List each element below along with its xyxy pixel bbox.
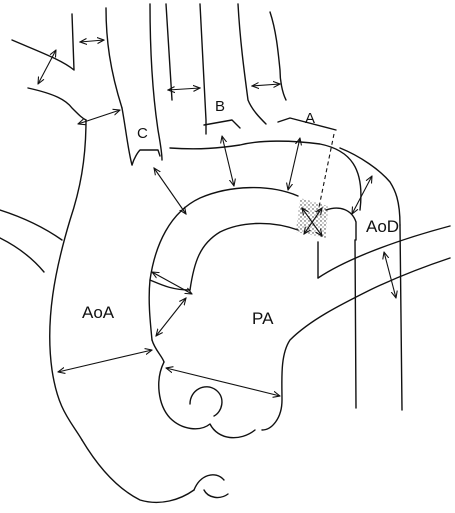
left-branch-vessels [0, 8, 122, 272]
label-descending-aorta: AoD [366, 217, 399, 236]
ascending-aorta-outline [50, 108, 132, 440]
measurement-arrows [38, 40, 396, 396]
label-vessel-b: B [215, 98, 225, 115]
ductus-stippled [296, 198, 356, 278]
pulmonary-artery-outline [152, 226, 450, 430]
diagram-labels: AoA AoD PA A B C [82, 98, 399, 328]
label-vessel-a: A [305, 110, 315, 127]
label-vessel-c: C [137, 125, 148, 142]
branch-a [238, 4, 336, 130]
branch-b [166, 4, 240, 134]
label-pulmonary-artery: PA [252, 309, 274, 328]
label-ascending-aorta: AoA [82, 303, 115, 322]
aortic-arch-outline [170, 141, 402, 410]
